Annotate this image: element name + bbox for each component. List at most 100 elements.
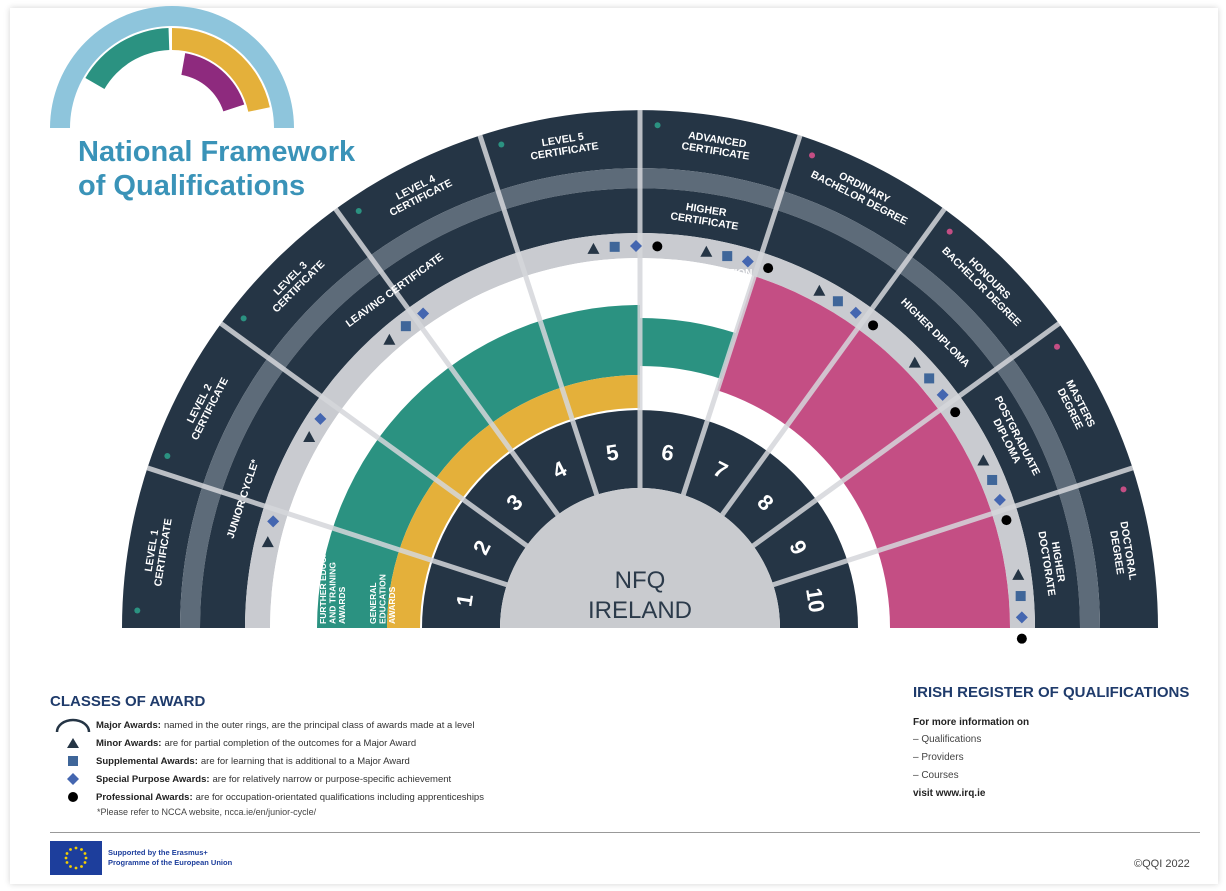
award-dot: [164, 452, 171, 459]
award-dot: [1054, 343, 1061, 350]
register-item: – Courses: [913, 770, 959, 781]
circle-icon: [950, 407, 961, 418]
spoke-divider: [772, 465, 1134, 588]
level-number: 10: [801, 586, 830, 614]
legend-text: are for learning that is additional to a…: [200, 755, 410, 767]
triangle-icon: [261, 536, 274, 548]
level-number: 5: [604, 439, 620, 466]
diamond-icon: [741, 255, 754, 268]
circle-icon: [652, 241, 663, 252]
circle-icon: [68, 792, 78, 802]
triangle-icon: [1012, 568, 1025, 580]
inner-ring: [200, 188, 1080, 628]
award-dot: [654, 122, 661, 129]
diamond-icon: [849, 306, 862, 319]
legend-text: are for occupation-orientated qualificat…: [195, 791, 484, 803]
spoke-divider: [751, 321, 1061, 548]
circle-icon: [868, 320, 879, 331]
award-dot: [355, 207, 362, 214]
nfq-centre: [500, 488, 780, 628]
arc-icon: [55, 718, 91, 733]
logo-arc-teal: [85, 28, 170, 89]
spoke-divider: [219, 321, 529, 548]
legend-bold: Special Purpose Awards:: [96, 773, 210, 785]
diamond-icon: [1015, 611, 1028, 624]
eu-line-1: Supported by the Erasmus+: [108, 848, 208, 857]
triangle-icon: [908, 356, 921, 368]
square-icon: [609, 241, 620, 252]
eu-line-2: Programme of the European Union: [108, 858, 233, 867]
logo-arc-blue: [50, 6, 294, 129]
legend-bold: Minor Awards:: [96, 737, 162, 749]
logo-arc-gold: [172, 28, 270, 112]
award-dot: [498, 141, 505, 148]
teal-continuation: [640, 318, 736, 379]
diamond-icon: [936, 388, 949, 401]
diamond-icon: [267, 515, 280, 528]
further-education-label: FURTHER EDUCATIONAND TRAININGAWARDS: [318, 531, 347, 624]
triangle-icon: [67, 738, 79, 748]
legend-row-minor: Minor Awards: are for partial completion…: [50, 734, 610, 752]
triangle-icon: [383, 333, 396, 345]
legend-bold: Professional Awards:: [96, 791, 193, 803]
square-icon: [1015, 591, 1026, 602]
circle-icon: [1001, 515, 1012, 526]
register-heading: IRISH REGISTER OF QUALIFICATIONS: [913, 684, 1190, 701]
poster-title: National Framework of Qualifications: [78, 135, 355, 203]
eu-flag-icon: [50, 841, 102, 875]
level-number: 6: [660, 439, 676, 466]
legend-row-supplemental: Supplemental Awards: are for learning th…: [50, 752, 610, 770]
triangle-icon: [587, 242, 600, 254]
square-icon: [987, 474, 998, 485]
legend-heading: CLASSES OF AWARD: [50, 693, 206, 710]
level-number: 1: [451, 592, 478, 608]
register-more-info: For more information on: [913, 717, 1030, 728]
square-icon: [400, 321, 411, 332]
award-dot: [134, 607, 141, 614]
spoke-divider: [477, 134, 600, 496]
register-link[interactable]: visit www.irq.ie: [913, 788, 986, 799]
square-icon: [924, 373, 935, 384]
legend-bold: Supplemental Awards:: [96, 755, 198, 767]
title-line-2: of Qualifications: [78, 170, 306, 202]
register-item: – Qualifications: [913, 734, 982, 745]
copyright: ©QQI 2022: [1134, 858, 1190, 870]
logo-arc-purple: [181, 53, 245, 112]
legend-row-major: Major Awards: named in the outer rings, …: [50, 716, 610, 734]
award-dot: [1120, 486, 1127, 493]
legend-footnote: *Please refer to NCCA website, ncca.ie/e…: [97, 807, 317, 817]
legend-text: are for partial completion of the outcom…: [164, 737, 417, 749]
circle-icon: [1016, 633, 1027, 644]
award-dot: [240, 315, 247, 322]
square-icon: [832, 296, 843, 307]
square-icon: [68, 756, 78, 766]
legend-text: are for relatively narrow or purpose-spe…: [212, 773, 452, 785]
diamond-icon: [67, 773, 79, 785]
footer-divider: [50, 832, 1200, 833]
spoke-divider: [333, 207, 560, 517]
triangle-icon: [303, 431, 316, 442]
spoke-divider: [720, 207, 947, 517]
register-item: – Providers: [913, 752, 964, 763]
award-dot: [809, 152, 816, 159]
diamond-icon: [993, 493, 1006, 506]
spoke-divider: [146, 465, 508, 588]
legend-bold: Major Awards:: [96, 719, 161, 731]
legend-row-professional: Professional Awards: are for occupation-…: [50, 788, 610, 806]
circle-icon: [763, 263, 774, 274]
centre-nfq: NFQ: [615, 567, 666, 594]
legend-row-special: Special Purpose Awards: are for relative…: [50, 770, 610, 788]
diamond-icon: [314, 412, 327, 425]
outer-ring: [122, 110, 1158, 629]
triangle-icon: [977, 454, 990, 466]
centre-ireland: IRELAND: [588, 597, 692, 624]
higher-education-band: [717, 276, 1010, 628]
classes-of-award-legend: CLASSES OF AWARD Major Awards: named in …: [50, 693, 610, 817]
levels-ring: [422, 410, 858, 628]
title-line-1: National Framework: [78, 136, 356, 168]
eu-support-text: Supported by the Erasmus+ Programme of t…: [108, 848, 232, 868]
legend-text: named in the outer rings, are the princi…: [163, 719, 475, 731]
diamond-icon: [629, 240, 642, 253]
